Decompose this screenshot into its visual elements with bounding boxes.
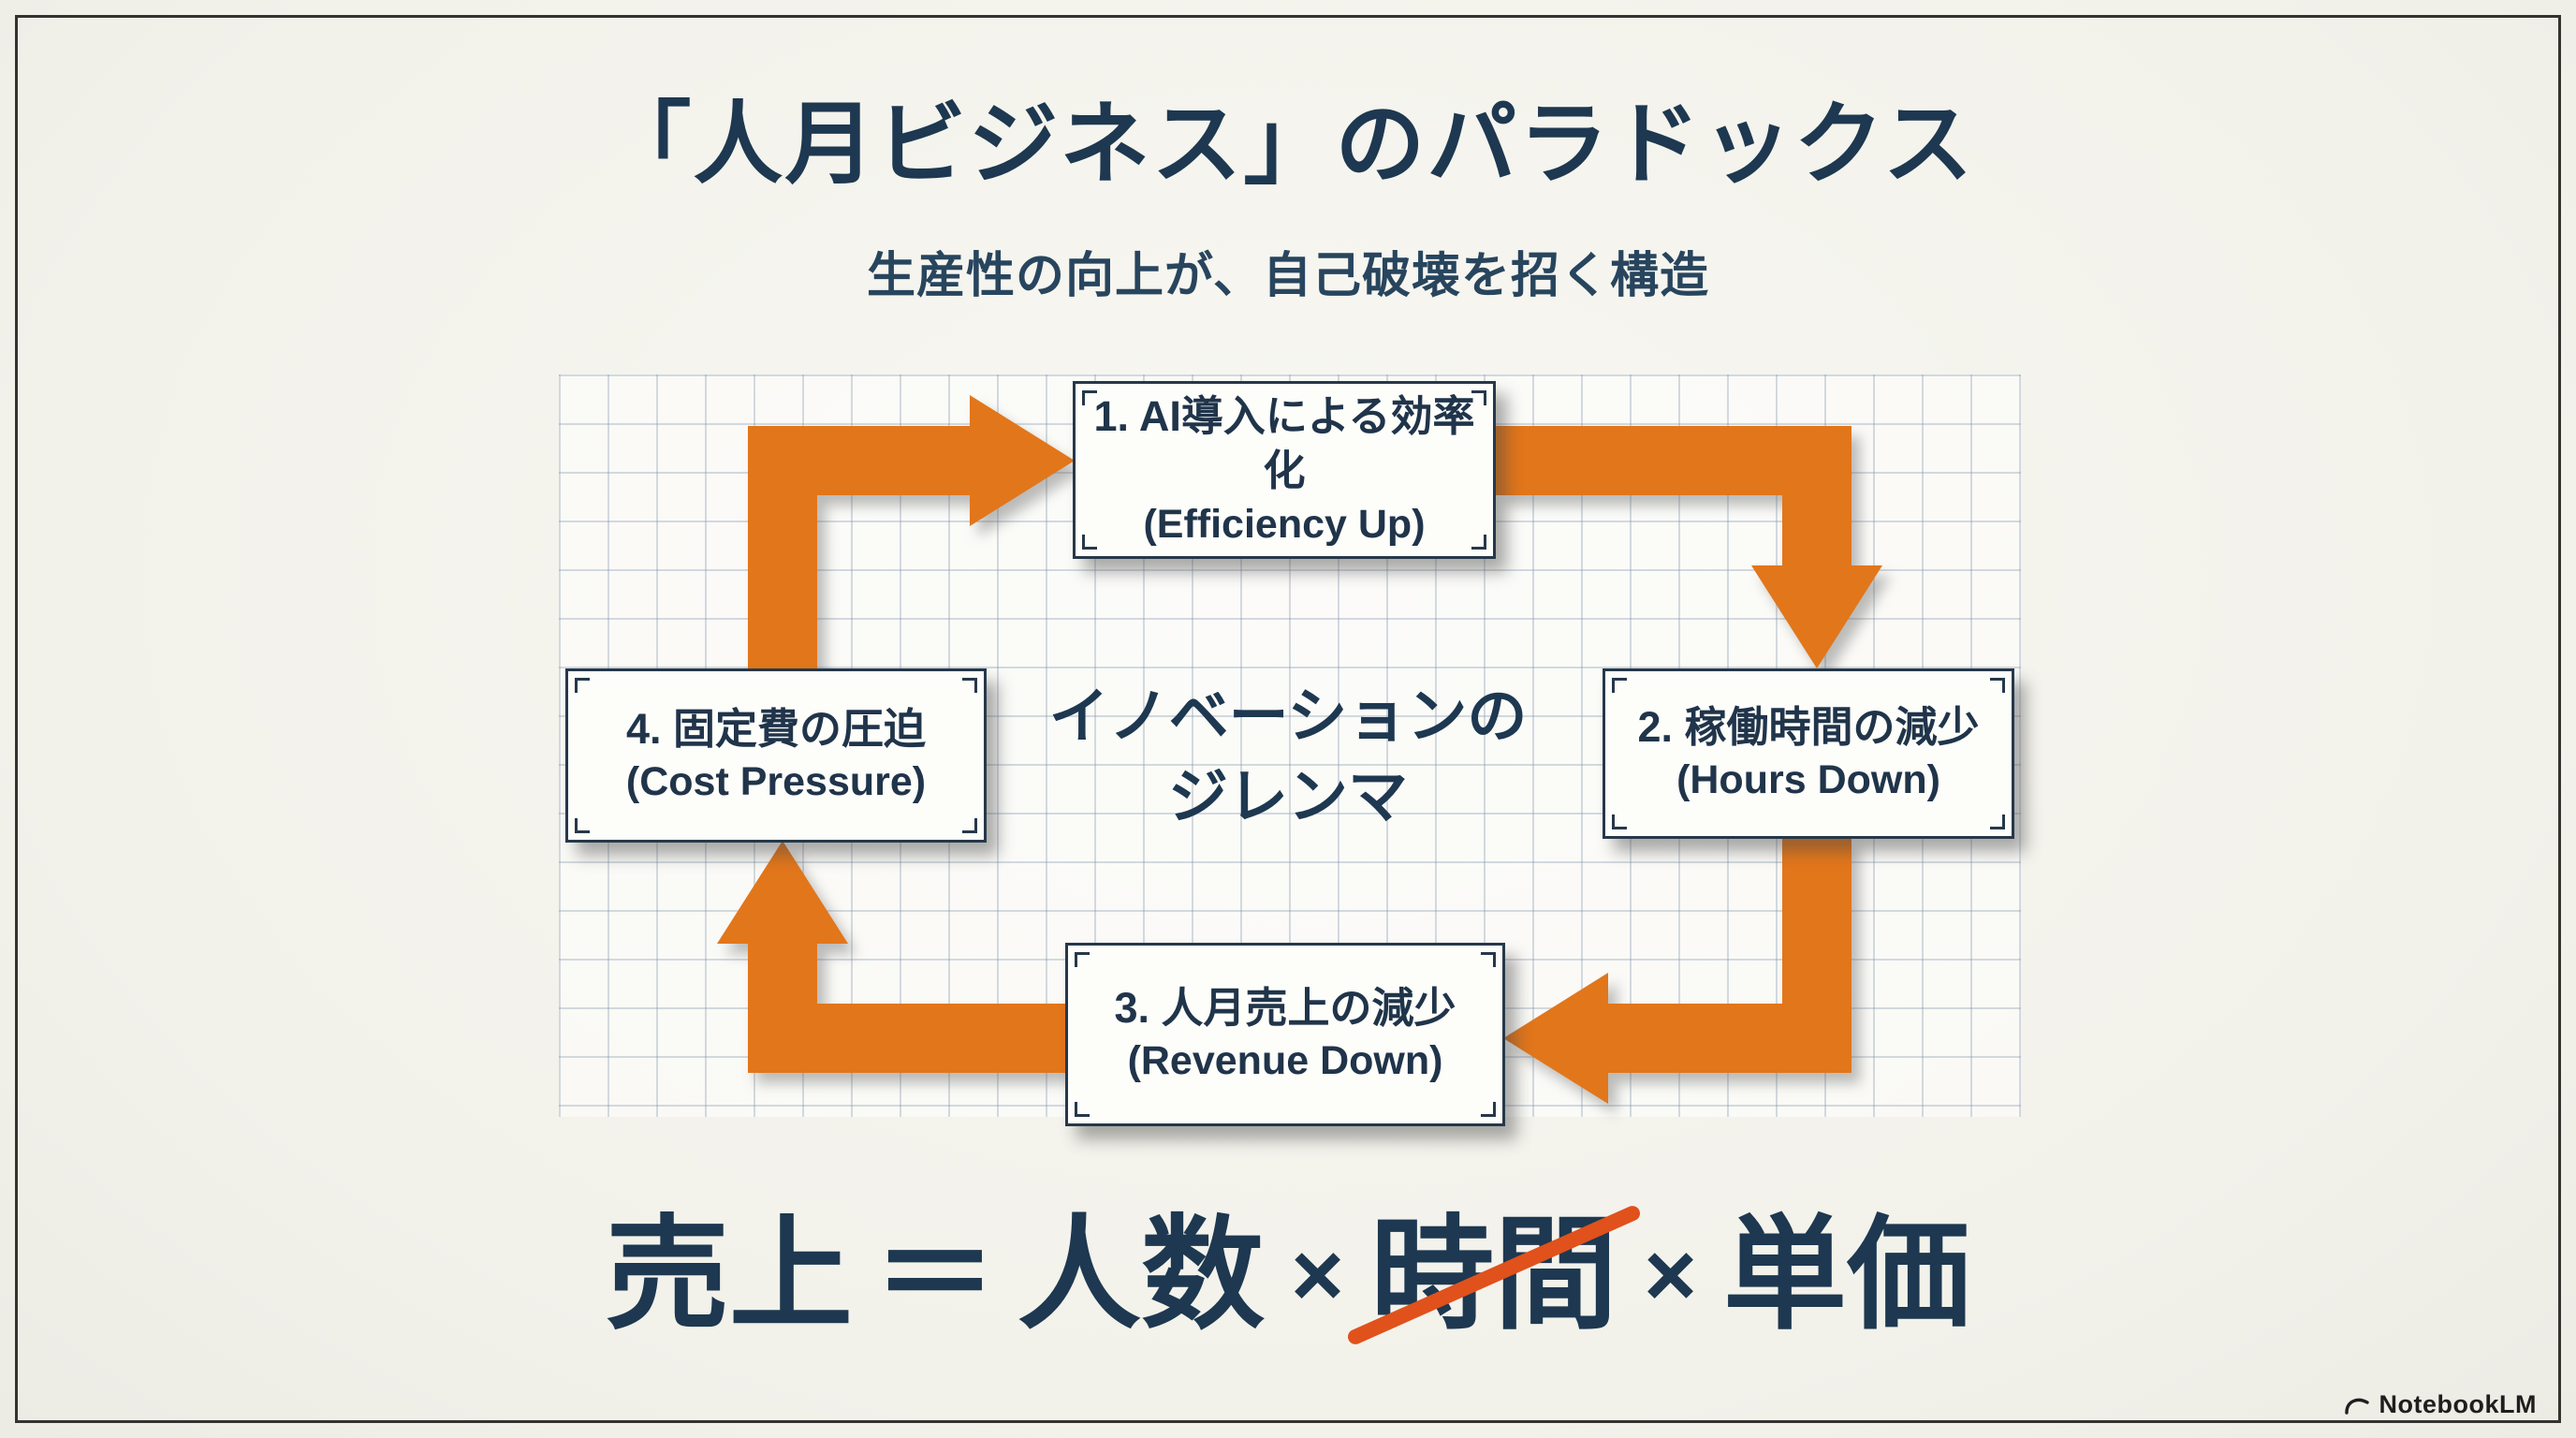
- step-box-hours-down: 2. 稼働時間の減少 (Hours Down): [1603, 668, 2014, 839]
- formula-equals: ＝: [872, 1206, 997, 1343]
- notebooklm-logo-icon: [2344, 1398, 2369, 1415]
- corner-mark: [1990, 814, 2005, 829]
- step-box-subtitle: (Efficiency Up): [1143, 501, 1426, 547]
- corner-mark: [1075, 1102, 1090, 1117]
- center-label-line2: ジレンマ: [1168, 763, 1408, 831]
- slide-title: 「人月ビジネス」のパラドックス: [601, 95, 1975, 195]
- corner-mark: [1481, 1102, 1496, 1117]
- corner-mark: [1471, 390, 1486, 405]
- corner-mark: [1082, 390, 1097, 405]
- formula-people: 人数: [1017, 1206, 1265, 1343]
- formula-times: ×: [1290, 1224, 1344, 1327]
- center-label: イノベーションの ジレンマ: [960, 676, 1616, 838]
- corner-mark: [1990, 678, 2005, 693]
- corner-mark: [1481, 952, 1496, 967]
- slide-subtitle: 生産性の向上が、自己破壊を招く構造: [867, 249, 1709, 303]
- corner-mark: [1471, 535, 1486, 550]
- formula-revenue: 売上: [605, 1206, 853, 1343]
- step-box-title: 2. 稼働時間の減少: [1637, 702, 1980, 751]
- corner-mark: [962, 678, 977, 693]
- notebooklm-logo: NotebookLM: [2343, 1390, 2537, 1419]
- corner-mark: [962, 818, 977, 833]
- corner-mark: [1082, 535, 1097, 550]
- step-box-subtitle: (Revenue Down): [1127, 1038, 1443, 1084]
- step-box-cost-pressure: 4. 固定費の圧迫 (Cost Pressure): [565, 668, 987, 843]
- step-box-revenue-down: 3. 人月売上の減少 (Revenue Down): [1065, 943, 1505, 1126]
- revenue-formula: 売上 ＝ 人数 × 時間 × 単価: [0, 1203, 2576, 1347]
- center-label-line1: イノベーションの: [1048, 682, 1528, 750]
- step-box-title: 4. 固定費の圧迫: [625, 704, 927, 753]
- step-box-title: 3. 人月売上の減少: [1114, 983, 1456, 1032]
- step-box-efficiency-up: 1. AI導入による効率化 (Efficiency Up): [1073, 381, 1496, 559]
- notebooklm-logo-text: NotebookLM: [2378, 1390, 2537, 1418]
- step-box-subtitle: (Hours Down): [1676, 757, 1940, 803]
- formula-unit-price: 単価: [1723, 1206, 1971, 1343]
- corner-mark: [1612, 678, 1627, 693]
- corner-mark: [575, 818, 590, 833]
- step-box-title: 1. AI導入による効率化: [1093, 391, 1475, 495]
- corner-mark: [575, 678, 590, 693]
- corner-mark: [1075, 952, 1090, 967]
- corner-mark: [1612, 814, 1627, 829]
- step-box-subtitle: (Cost Pressure): [625, 759, 927, 805]
- formula-hours-struck: 時間: [1345, 1203, 1643, 1347]
- formula-times: ×: [1644, 1224, 1698, 1327]
